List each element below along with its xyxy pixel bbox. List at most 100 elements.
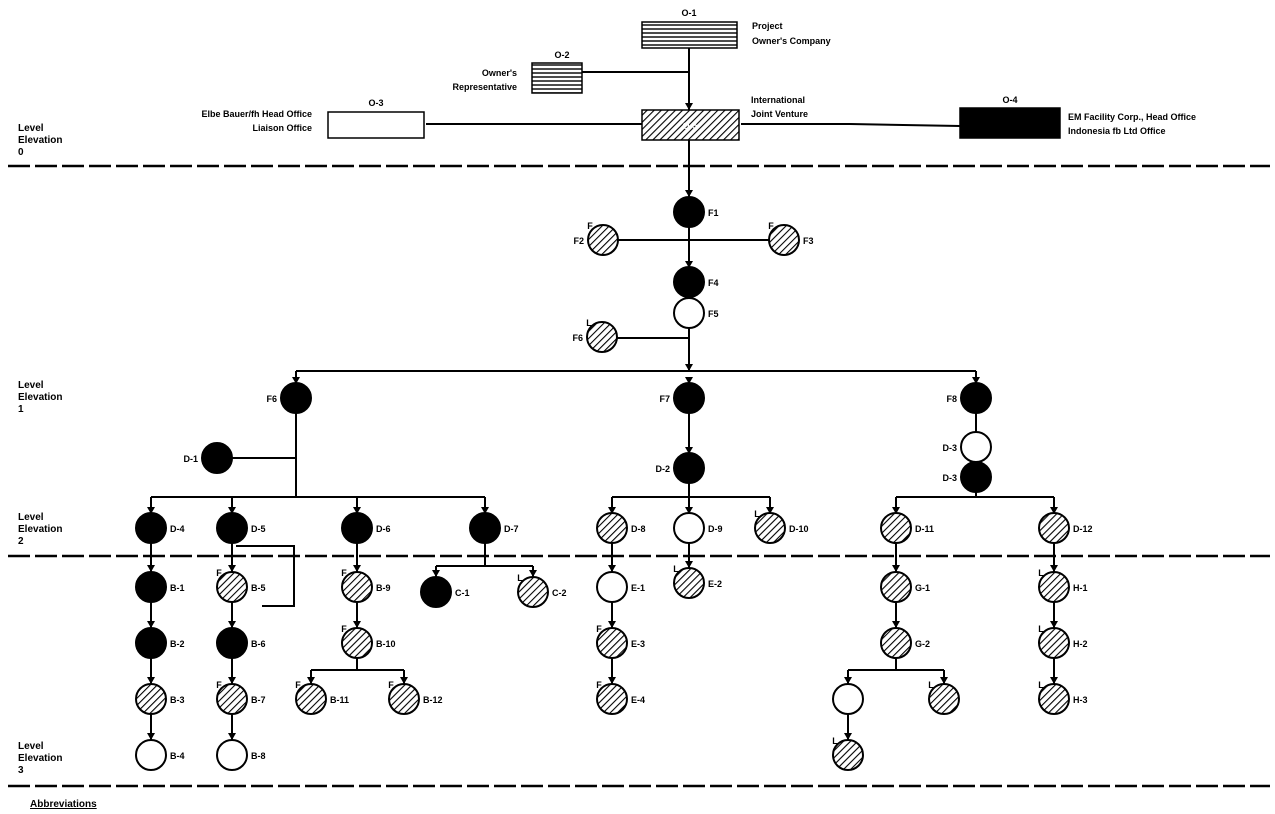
node-tag: F <box>216 568 222 578</box>
box-label-o1: Project <box>752 21 783 31</box>
unit-node-black <box>341 512 373 544</box>
node-label: B-2 <box>170 639 185 649</box>
box-code-o1: O-1 <box>681 8 696 18</box>
node-label: B-9 <box>376 583 391 593</box>
node-label: H-2 <box>1073 639 1088 649</box>
level-label: Level <box>18 123 44 134</box>
unit-node-hatch <box>880 571 912 603</box>
node-label: F1 <box>708 208 719 218</box>
node-label: D-4 <box>170 524 185 534</box>
node-label: D-11 <box>915 524 934 534</box>
unit-node-black <box>280 382 312 414</box>
level-label: 0 <box>18 147 24 158</box>
node-tag: F <box>587 221 593 231</box>
connector-line <box>849 123 961 127</box>
node-label: F4 <box>708 278 719 288</box>
node-label: H-1 <box>1073 583 1088 593</box>
connector-line <box>236 545 295 607</box>
unit-node-hatch <box>586 321 618 353</box>
unit-node-black <box>135 512 167 544</box>
node-tag: L <box>832 736 838 746</box>
node-label: B-7 <box>251 695 266 705</box>
level-label: Level <box>18 512 44 523</box>
box-label-o3: Elbe Bauer/fh Head Office <box>201 109 312 119</box>
unit-node-hatch <box>928 683 960 715</box>
node-label: B-3 <box>170 695 185 705</box>
arrow-head <box>685 103 693 110</box>
arrow-head <box>400 677 408 684</box>
node-tag: L <box>928 680 934 690</box>
node-label: D-3 <box>942 443 957 453</box>
unit-node-hatch <box>880 627 912 659</box>
node-tag: L <box>517 573 523 583</box>
liaison-office-box <box>327 111 425 139</box>
unit-node-white <box>596 571 628 603</box>
arrow-head <box>228 565 236 572</box>
level-label: Level <box>18 380 44 391</box>
node-tag: L <box>586 318 592 328</box>
node-label: E-2 <box>708 579 722 589</box>
node-label: D-5 <box>251 524 266 534</box>
arrow-head <box>1050 507 1058 514</box>
box-code-o4: O-4 <box>1002 95 1017 105</box>
box-label-o5: International <box>751 95 805 105</box>
node-label: D-12 <box>1073 524 1093 534</box>
connector-lines <box>147 48 1058 740</box>
arrow-head <box>353 565 361 572</box>
unit-node-black <box>469 512 501 544</box>
unit-node-hatch <box>341 571 373 603</box>
arrow-head <box>228 677 236 684</box>
arrow-head <box>353 507 361 514</box>
office-boxes <box>327 21 1061 141</box>
unit-node-hatch <box>596 512 628 544</box>
node-label: C-2 <box>552 588 567 598</box>
node-tag: L <box>754 509 760 519</box>
unit-nodes <box>135 196 1070 771</box>
arrow-head <box>608 677 616 684</box>
node-label: E-1 <box>631 583 645 593</box>
level-label: Elevation <box>18 392 62 403</box>
unit-node-hatch <box>517 576 549 608</box>
unit-node-black <box>216 512 248 544</box>
node-label: G-1 <box>915 583 930 593</box>
unit-node-black <box>420 576 452 608</box>
unit-node-hatch <box>341 627 373 659</box>
unit-node-hatch <box>596 627 628 659</box>
unit-node-black <box>135 627 167 659</box>
node-label: E-3 <box>631 639 645 649</box>
unit-node-black <box>673 196 705 228</box>
node-tag: L <box>1038 624 1044 634</box>
unit-node-hatch <box>754 512 786 544</box>
node-label: D-2 <box>655 464 670 474</box>
unit-node-hatch <box>880 512 912 544</box>
level-label: 2 <box>18 536 24 547</box>
unit-node-hatch <box>1038 512 1070 544</box>
box-label-o4: EM Facility Corp., Head Office <box>1068 112 1196 122</box>
arrow-head <box>685 364 693 371</box>
node-tag: F <box>768 221 774 231</box>
unit-node-black <box>201 442 233 474</box>
arrow-head <box>608 565 616 572</box>
node-tag: F <box>341 568 347 578</box>
node-label: B-4 <box>170 751 185 761</box>
box-code-o5: O-5 <box>682 121 697 131</box>
level-label: 1 <box>18 404 24 415</box>
arrow-head <box>353 621 361 628</box>
arrow-head <box>432 570 440 577</box>
unit-node-white <box>673 297 705 329</box>
unit-node-hatch <box>388 683 420 715</box>
arrow-head <box>844 733 852 740</box>
node-tag: F <box>216 680 222 690</box>
arrow-head <box>608 621 616 628</box>
node-tag: F <box>596 624 602 634</box>
node-label: B-5 <box>251 583 266 593</box>
unit-node-black <box>960 461 992 493</box>
unit-node-hatch <box>1038 627 1070 659</box>
arrow-head <box>1050 677 1058 684</box>
box-label-o3: Liaison Office <box>252 123 312 133</box>
node-label: F6 <box>266 394 277 404</box>
box-label-o2: Owner's <box>482 68 517 78</box>
node-tag: L <box>673 564 679 574</box>
arrow-head <box>228 733 236 740</box>
